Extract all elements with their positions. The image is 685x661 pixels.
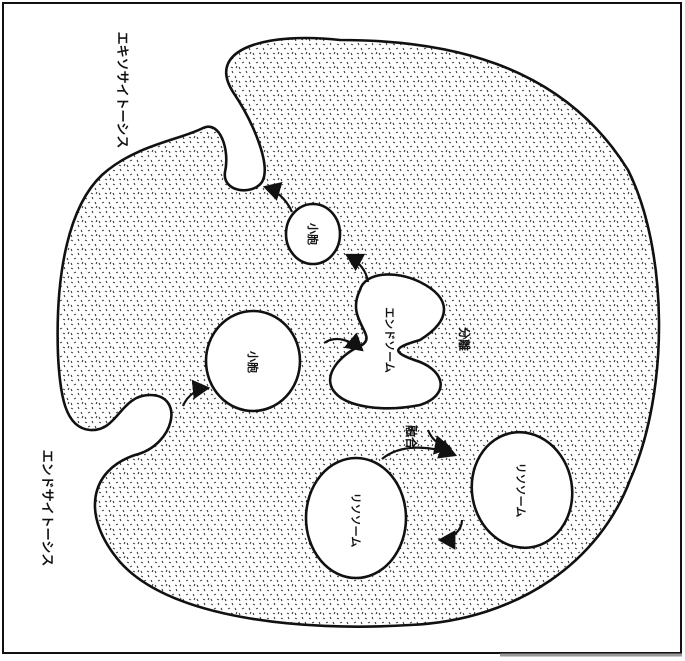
label-division: 分離 <box>457 327 472 351</box>
label-exocytosis: エキソサイトーシス <box>114 32 129 149</box>
label-endosome: エンドソーム <box>383 307 396 373</box>
label-endocytosis: エンドサイトーシス <box>39 450 54 567</box>
label-lysosome-left: リソソーム <box>349 493 362 548</box>
label-vesicle-left: 小胞 <box>246 350 260 373</box>
label-lysosome-right: リソソーム <box>514 463 527 518</box>
label-fusion: 融合 <box>404 425 419 450</box>
label-vesicle-top: 小胞 <box>306 222 320 245</box>
